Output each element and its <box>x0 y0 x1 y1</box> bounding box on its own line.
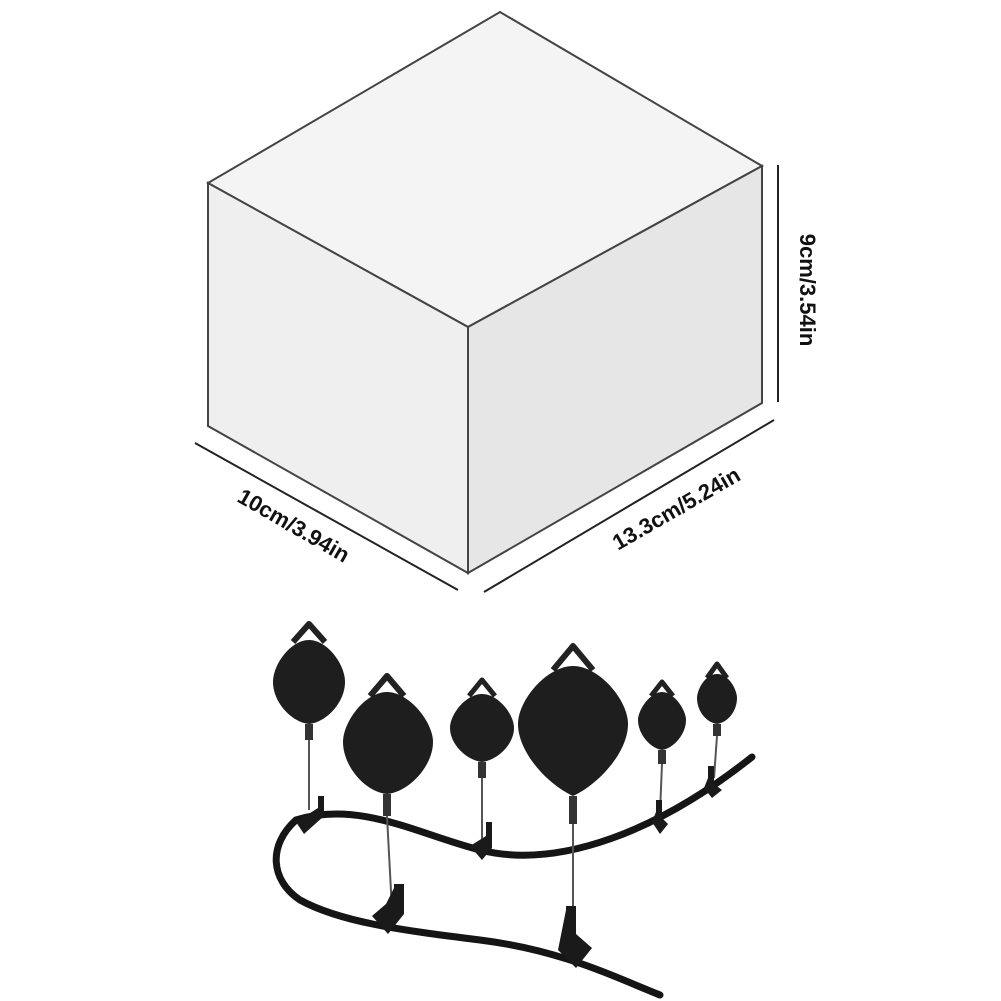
retract-spring <box>658 750 666 764</box>
depth-dimension-line <box>194 442 459 591</box>
retract-spring <box>713 724 721 736</box>
hanging-loop-icon <box>550 643 596 672</box>
pulley-set <box>273 621 737 968</box>
package-box <box>205 10 765 575</box>
width-dimension-line <box>483 419 775 593</box>
height-label: 9cm/3.54in <box>795 234 820 347</box>
retract-spring <box>305 724 313 740</box>
cable-clip-icon <box>558 906 592 968</box>
pulley-2 <box>343 673 433 934</box>
vr-cable <box>272 753 756 999</box>
pulley-body <box>638 692 686 750</box>
pulley-body <box>518 666 628 796</box>
retract-wire <box>713 735 718 779</box>
retract-spring <box>478 762 486 778</box>
pulley-body <box>343 692 433 794</box>
cable-clip-icon <box>372 884 404 934</box>
pulley-body <box>273 640 345 724</box>
box-right-face <box>467 164 763 575</box>
pulley-body <box>450 694 514 762</box>
hanging-loop-icon <box>649 679 675 698</box>
cable-clip-icon <box>652 800 668 834</box>
pulley-4 <box>518 643 628 968</box>
pulley-6 <box>697 661 737 798</box>
pulley-body <box>697 674 737 724</box>
cable-clip-icon <box>470 822 492 860</box>
retract-spring <box>383 794 391 816</box>
hanging-loop-icon <box>704 661 730 680</box>
cable-clip-icon <box>704 766 722 798</box>
pulley-5 <box>638 679 686 834</box>
cable-clip-icon <box>296 796 324 834</box>
hanging-loop-icon <box>290 621 328 644</box>
retract-spring <box>569 796 577 824</box>
cable-strand-lower <box>272 816 664 999</box>
hanging-loop-icon <box>367 673 407 698</box>
pulley-1 <box>273 621 345 834</box>
pulley-3 <box>450 677 514 860</box>
hanging-loop-icon <box>467 677 497 698</box>
